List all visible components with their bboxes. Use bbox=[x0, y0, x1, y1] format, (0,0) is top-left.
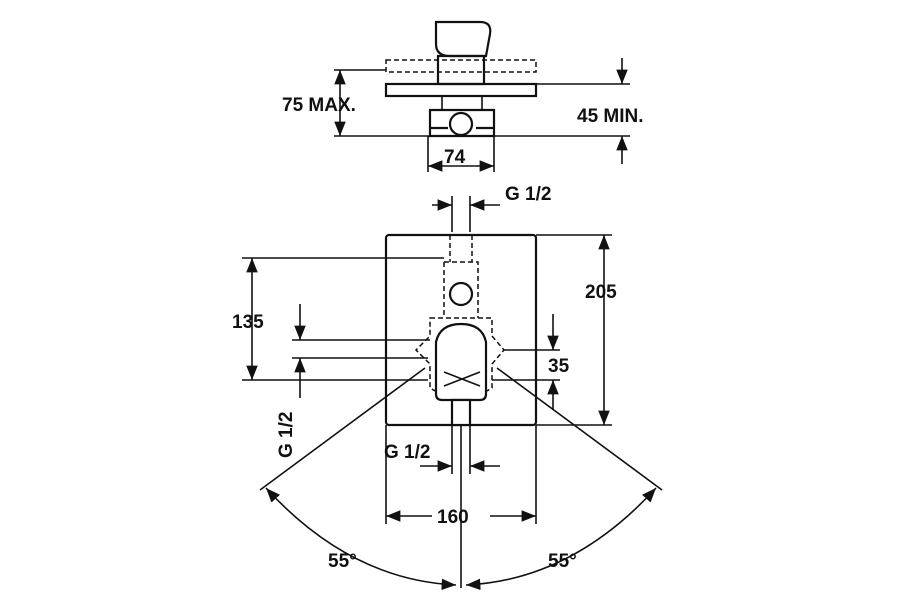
pipe-connection bbox=[448, 111, 474, 137]
plate-max-position bbox=[385, 59, 537, 73]
front-view: G 1/2 55° 55° 205 135 bbox=[232, 184, 663, 591]
handle-outline bbox=[434, 20, 492, 58]
label-205: 205 bbox=[585, 282, 617, 303]
label-35: 35 bbox=[548, 356, 570, 377]
handle-lever bbox=[434, 322, 488, 402]
plate-min-position bbox=[384, 82, 538, 98]
label-45-min: 45 MIN. bbox=[577, 106, 644, 127]
label-74: 74 bbox=[444, 147, 466, 168]
label-160: 160 bbox=[437, 507, 469, 528]
valve-body-top bbox=[441, 95, 483, 111]
angle-line-right bbox=[496, 367, 663, 491]
label-angle-right: 55° bbox=[548, 551, 577, 572]
label-75-max: 75 MAX. bbox=[282, 95, 356, 116]
hidden-valve-body bbox=[414, 317, 505, 397]
outlet-circle bbox=[448, 281, 474, 307]
angle-arc-right bbox=[465, 487, 657, 591]
label-135: 135 bbox=[232, 312, 264, 333]
label-thread-top: G 1/2 bbox=[505, 184, 551, 205]
bottom-stem bbox=[450, 398, 472, 427]
top-view: 75 MAX. 45 MIN. 74 bbox=[282, 20, 644, 172]
label-thread-bottom: G 1/2 bbox=[384, 442, 430, 463]
angle-arc-left bbox=[265, 487, 457, 591]
label-thread-left: G 1/2 bbox=[276, 412, 297, 458]
label-angle-left: 55° bbox=[328, 551, 357, 572]
angle-line-left bbox=[259, 367, 426, 491]
